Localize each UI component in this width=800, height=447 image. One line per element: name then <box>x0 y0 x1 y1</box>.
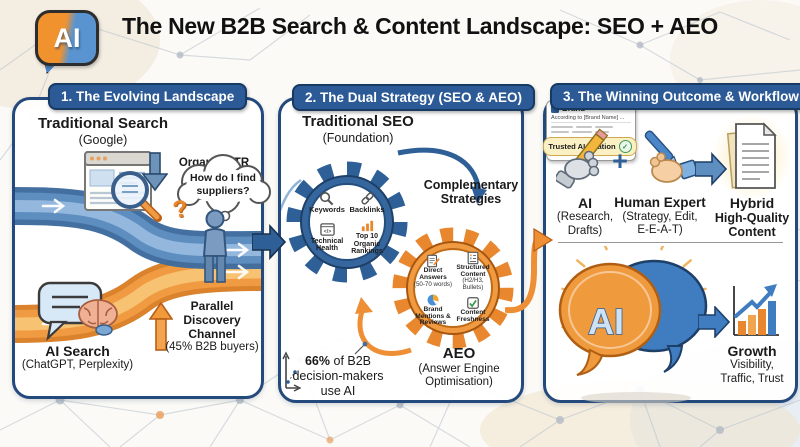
aeo-label: AEO (Answer Engine Optimisation) <box>397 345 521 389</box>
seo-item-backlinks: Backlinks <box>349 191 385 214</box>
pin-doodle-icon <box>354 341 368 355</box>
verified-check-icon: ✓ <box>618 140 632 153</box>
trusted-citation-text: Trusted AI Citation <box>548 142 616 151</box>
human-hand-pen-icon <box>644 130 699 183</box>
document-pencil-icon <box>427 254 440 268</box>
checkmark-icon <box>467 297 479 309</box>
growth-chart-icon <box>733 284 779 336</box>
panel1-badge: 1. The Evolving Landscape <box>48 83 248 110</box>
thought-text: How do I find suppliers? <box>190 172 256 197</box>
parallel-up-arrow-icon <box>149 302 173 351</box>
aeo-title: AEO <box>442 345 476 362</box>
aeo-item-brand-mentions: Brand Mentions & Reviews <box>413 293 453 328</box>
hybrid-document-icon <box>726 122 777 189</box>
page-title: The New B2B Search & Content Landscape: … <box>121 13 718 39</box>
brain-icon <box>78 299 118 336</box>
panel3-divider <box>558 242 783 243</box>
panel2-to-panel3-arrow <box>505 227 554 314</box>
code-icon: </> <box>319 223 335 236</box>
ctr-drop-arrow-icon <box>142 152 168 192</box>
ai-search-label: AI Search (ChatGPT, Perplexity) <box>15 343 140 373</box>
panel-evolving-landscape: Traditional Search (Google) Organic CTR … <box>12 97 271 399</box>
seo-item-technical-health: </> Technical Health <box>307 222 347 252</box>
complementary-strategies-label: Complementary Strategies <box>423 178 519 207</box>
according-to-text: According to [Brand Name] ... <box>551 115 631 123</box>
growth-arrow-icon <box>698 306 730 338</box>
magnifier-icon <box>320 191 334 205</box>
seo-item-keywords: Keywords <box>309 191 345 214</box>
aeo-item-structured-content: Structured Content (H2/H3, Bullets) <box>453 251 493 292</box>
seo-item-rankings: Top 10 Organic Rankings <box>347 218 387 255</box>
aeo-item-direct-answers: Direct Answers (50-70 words) <box>413 254 453 288</box>
traditional-seo-label: Traditional SEO (Foundation) <box>293 113 423 145</box>
ai-role-label: AI (Research, Drafts) <box>556 195 614 237</box>
ai-search-title: AI Search <box>45 343 110 359</box>
traditional-search-subtitle: (Google) <box>78 132 128 147</box>
seo-gear-items: Keywords Backlinks </> Technical Health … <box>307 188 387 258</box>
human-expert-label: Human Expert (Strategy, Edit, E-E-A-T) <box>614 195 706 237</box>
svg-text:</>: </> <box>323 229 330 235</box>
traditional-search-label: Traditional Search (Google) <box>23 115 183 147</box>
panel2-badge: 2. The Dual Strategy (SEO & AEO) <box>292 84 536 111</box>
panel-dual-strategy: Traditional SEO (Foundation) Complementa… <box>278 97 524 403</box>
brand-citation-card: Brand According to [Brand Name] ... Trus… <box>543 100 637 161</box>
panel-winning-outcome: + <box>543 97 798 404</box>
buyer-person-figure <box>202 209 228 283</box>
bar-chart-icon <box>361 221 373 232</box>
placeholder-text-bars <box>551 126 631 128</box>
traditional-seo-subtitle: (Foundation) <box>322 130 394 145</box>
ai-search-subtitle: (ChatGPT, Perplexity) <box>21 359 134 372</box>
list-icon <box>467 251 479 264</box>
ai-citation-bubbles: AI <box>558 246 708 404</box>
growth-label: Growth Visibility, Traffic, Trust <box>720 343 784 385</box>
pie-chart-icon <box>427 294 439 306</box>
robot-hand-pencil-icon <box>556 128 609 189</box>
axis-doodle-icon <box>282 351 301 392</box>
aeo-item-content-freshness: Content Freshness <box>453 296 493 324</box>
parallel-discovery-label: Parallel Discovery Channel (45% B2B buye… <box>165 299 259 354</box>
workflow-arrow-icon <box>695 152 727 186</box>
panel3-badge: 3. The Winning Outcome & Workflow <box>550 83 800 110</box>
app-logo: AI <box>35 10 99 66</box>
stat-percent: 66% <box>304 354 331 368</box>
hybrid-content-label: Hybrid High-Quality Content <box>714 195 790 240</box>
ai-usage-stat: 66% of B2B decision-makers use AI <box>292 354 384 398</box>
traditional-seo-title: Traditional SEO <box>302 113 414 130</box>
plus-sign: + <box>612 146 628 176</box>
bubble-ai-text: AI <box>588 301 624 342</box>
traditional-search-title: Traditional Search <box>37 115 169 132</box>
panel1-to-panel2-arrow <box>252 224 286 260</box>
link-icon <box>360 191 374 205</box>
logo-ai-text: AI <box>53 22 81 53</box>
aeo-gear-items: Direct Answers (50-70 words) Structured … <box>413 250 493 328</box>
